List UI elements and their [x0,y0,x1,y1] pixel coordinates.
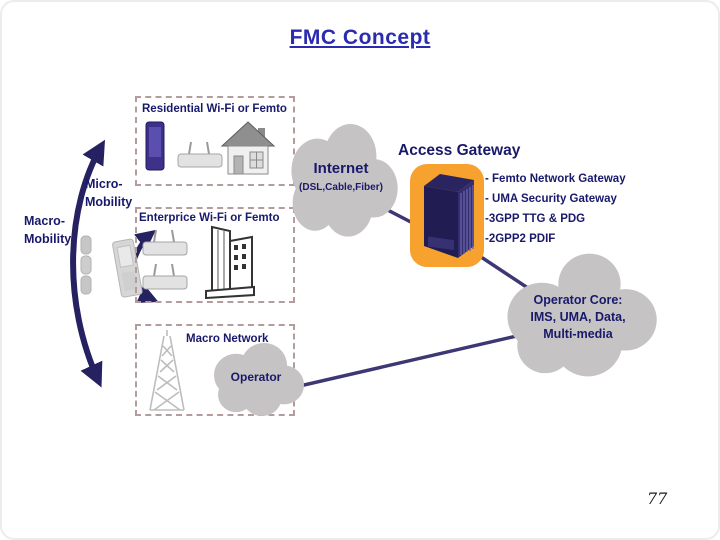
mobile-phone-icon [112,238,143,298]
access-gateway-title: Access Gateway [398,142,521,159]
cell-tower-icon [149,330,185,411]
internet-label: Internet [313,160,369,177]
page-number: 77 [647,489,668,508]
operator-cloud: Operator [206,342,306,418]
server-rack-icon [424,174,474,258]
wifi-router-icon [142,229,188,256]
mobile-phone-icon [80,235,92,295]
cloud-icon [214,342,304,417]
femto-device-icon [145,121,165,171]
cloud-icon [291,124,398,237]
enterprise-box-title: Enterprice Wi-Fi or Femto [139,212,280,224]
access-gateway-features: - Femto Network Gateway - UMA Security G… [485,169,626,249]
gateway-feature-item: - Femto Network Gateway [485,173,626,185]
wifi-router-icon [142,263,188,290]
enterprise-box [135,207,295,303]
house-icon [220,121,276,175]
link-operator-core [290,333,522,390]
gateway-feature-item: -3GPP TTG & PDG [485,213,586,225]
operator-core-cloud: Operator Core: IMS, UMA, Data, Multi-med… [496,252,660,378]
micro-mobility-label: Micro- Mobility [85,177,133,209]
office-building-icon [205,225,255,299]
residential-box [135,96,295,186]
page-title: FMC Concept [289,26,431,49]
operator-cloud-label: Operator [230,370,282,384]
internet-sublabel: (DSL,Cable,Fiber) [299,182,383,193]
residential-box-title: Residential Wi-Fi or Femto [142,103,287,115]
access-gateway-node [410,164,484,267]
cloud-icon [507,253,657,377]
operator-core-label: Operator Core: IMS, UMA, Data, Multi-med… [530,293,626,341]
gateway-feature-item: - UMA Security Gateway [485,193,617,205]
internet-cloud: Internet (DSL,Cable,Fiber) [282,124,400,238]
gateway-feature-item: -2GPP2 PDIF [485,233,556,245]
macro-mobility-label: Macro- Mobility [24,214,72,246]
macro-network-label: Macro Network [186,333,269,345]
wifi-router-icon [177,141,223,168]
